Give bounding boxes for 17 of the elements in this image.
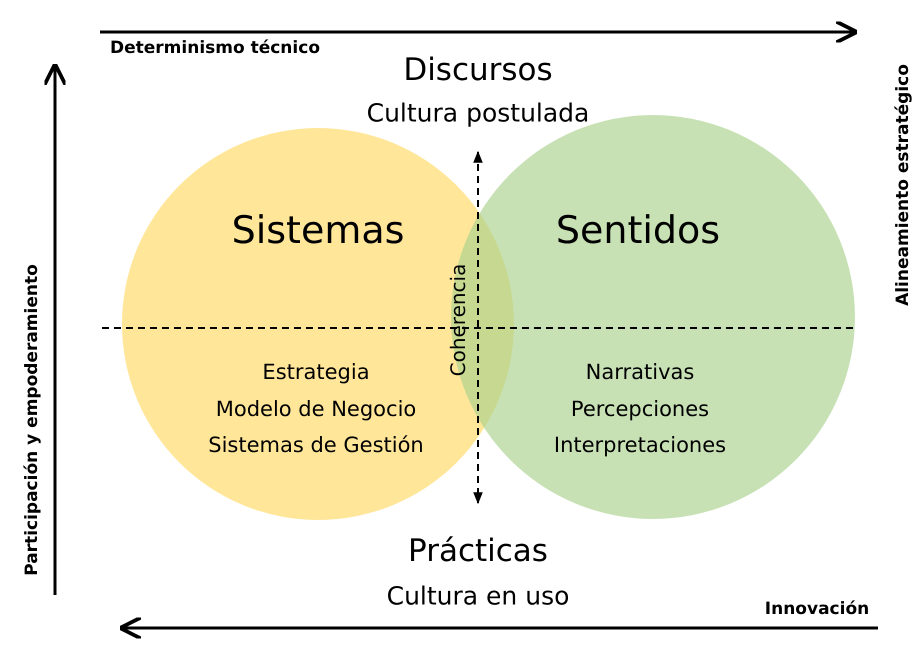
section-subtitle: Cultura en uso — [386, 582, 570, 610]
list-item: Modelo de Negocio — [216, 397, 416, 421]
circle-heading: Sistemas — [232, 208, 404, 252]
list-item: Estrategia — [262, 360, 370, 384]
axis-label: Coherencia — [446, 264, 470, 376]
axis-label: Alineamiento estratégico — [893, 64, 913, 306]
section-heading: Discursos — [403, 52, 553, 88]
axis-label: Determinismo técnico — [110, 38, 320, 58]
circle-heading: Sentidos — [556, 208, 720, 252]
section-subtitle: Cultura postulada — [366, 98, 590, 128]
axis-label: Innovación — [764, 599, 870, 619]
list-item: Percepciones — [570, 397, 710, 421]
section-heading: Prácticas — [408, 533, 548, 569]
list-item: Narrativas — [586, 360, 694, 384]
axis-label: Participación y empoderamiento — [22, 264, 42, 576]
list-item: Interpretaciones — [554, 433, 726, 457]
list-item: Sistemas de Gestión — [208, 433, 424, 457]
